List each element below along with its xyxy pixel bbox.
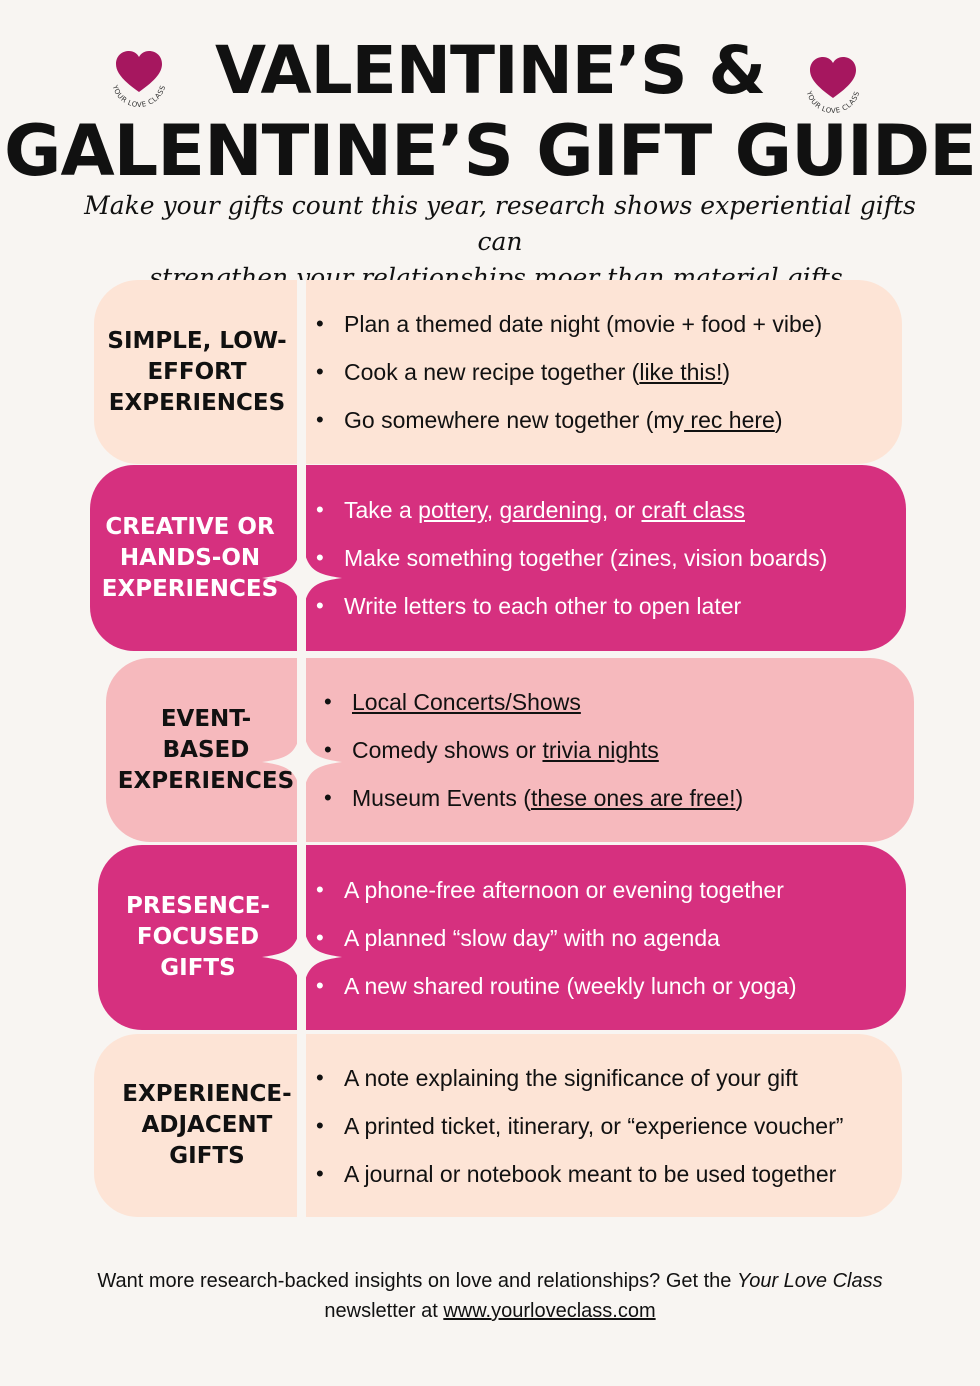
footer-line2: newsletter at www.yourloveclass.com: [324, 1300, 656, 1322]
section-simple-low-effort: SIMPLE, LOW- EFFORT EXPERIENCES Plan a t…: [94, 280, 902, 464]
list-item: Comedy shows or trivia nights: [324, 726, 743, 774]
section-presence-focused: PRESENCE- FOCUSED GIFTS A phone-free aft…: [98, 845, 906, 1030]
list-item: Local Concerts/Shows: [324, 678, 743, 726]
list-item: Write letters to each other to open late…: [316, 582, 827, 630]
item-list: A phone-free afternoon or evening togeth…: [316, 845, 797, 1030]
category-label: SIMPLE, LOW- EFFORT EXPERIENCES: [107, 327, 287, 416]
list-item: A new shared routine (weekly lunch or yo…: [316, 962, 797, 1010]
list-item: Plan a themed date night (movie + food +…: [316, 300, 822, 348]
website-link[interactable]: www.yourloveclass.com: [443, 1300, 656, 1322]
list-item: A printed ticket, itinerary, or “experie…: [316, 1102, 843, 1150]
list-item: Cook a new recipe together (like this!): [316, 348, 822, 396]
footer-line1: Want more research-backed insights on lo…: [97, 1270, 883, 1292]
list-item: A planned “slow day” with no agenda: [316, 914, 797, 962]
page-title-line2: GALENTINE’S GIFT GUIDE: [4, 110, 977, 192]
trivia-link[interactable]: trivia nights: [542, 737, 659, 763]
concerts-link[interactable]: Local Concerts/Shows: [352, 689, 581, 715]
section-experience-adjacent: EXPERIENCE- ADJACENT GIFTS A note explai…: [94, 1034, 902, 1217]
page-title-line1: VALENTINE’S &: [214, 32, 766, 109]
category-label: CREATIVE OR HANDS-ON EXPERIENCES: [101, 513, 279, 602]
museum-link[interactable]: these ones are free!: [530, 785, 736, 811]
recipe-link[interactable]: like this!: [639, 359, 723, 385]
footer: Want more research-backed insights on lo…: [40, 1266, 940, 1326]
list-item: A note explaining the significance of yo…: [316, 1054, 843, 1102]
heart-logo-icon: YOUR LOVE CLASS: [804, 57, 861, 115]
list-item: Make something together (zines, vision b…: [316, 534, 827, 582]
item-list: Take a pottery, gardening, or craft clas…: [316, 465, 827, 651]
item-list: A note explaining the significance of yo…: [316, 1034, 843, 1217]
item-list: Local Concerts/Shows Comedy shows or tri…: [324, 658, 743, 842]
section-event-based: EVENT- BASED EXPERIENCES Local Concerts/…: [106, 658, 914, 842]
list-item: Take a pottery, gardening, or craft clas…: [316, 486, 827, 534]
rec-link[interactable]: rec here: [684, 407, 775, 433]
item-list: Plan a themed date night (movie + food +…: [316, 280, 822, 464]
list-item: Museum Events (these ones are free!): [324, 774, 743, 822]
subtitle-line1: Make your gifts count this year, researc…: [84, 191, 916, 256]
pottery-link[interactable]: pottery: [418, 497, 487, 523]
sparkle-icon: [262, 722, 342, 802]
sparkle-icon: [262, 538, 342, 618]
list-item: A phone-free afternoon or evening togeth…: [316, 866, 797, 914]
heart-logo-icon: YOUR LOVE CLASS: [110, 51, 167, 109]
category-label: PRESENCE- FOCUSED GIFTS: [126, 893, 270, 981]
gardening-link[interactable]: gardening: [499, 497, 602, 523]
sparkle-icon: [262, 917, 342, 997]
list-item: A journal or notebook meant to be used t…: [316, 1150, 843, 1198]
list-item: Go somewhere new together (my rec here): [316, 396, 822, 444]
section-creative-hands-on: CREATIVE OR HANDS-ON EXPERIENCES Take a …: [90, 465, 906, 651]
category-label: EXPERIENCE- ADJACENT GIFTS: [122, 1081, 292, 1169]
craft-class-link[interactable]: craft class: [641, 497, 746, 523]
category-label: EVENT- BASED EXPERIENCES: [117, 705, 295, 794]
